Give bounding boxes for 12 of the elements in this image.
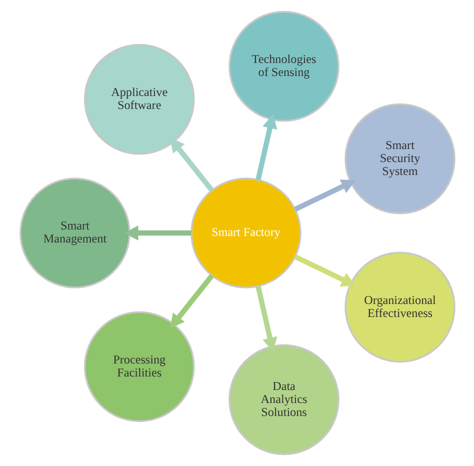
- arrow: [169, 138, 214, 192]
- arrow: [169, 274, 214, 328]
- arrow: [255, 114, 277, 180]
- node-circle: Data Analytics Solutions: [228, 344, 339, 456]
- arrow: [124, 226, 191, 240]
- arrow: [294, 254, 356, 286]
- node-circle: Smart Management: [19, 178, 130, 288]
- arrow: [294, 180, 356, 212]
- node-circle: Smart Security System: [344, 103, 455, 214]
- node-circle: Technologies of Sensing: [228, 10, 339, 122]
- node-circle: Smart Factory: [190, 178, 301, 288]
- node-circle: Organizational Effectiveness: [344, 252, 455, 363]
